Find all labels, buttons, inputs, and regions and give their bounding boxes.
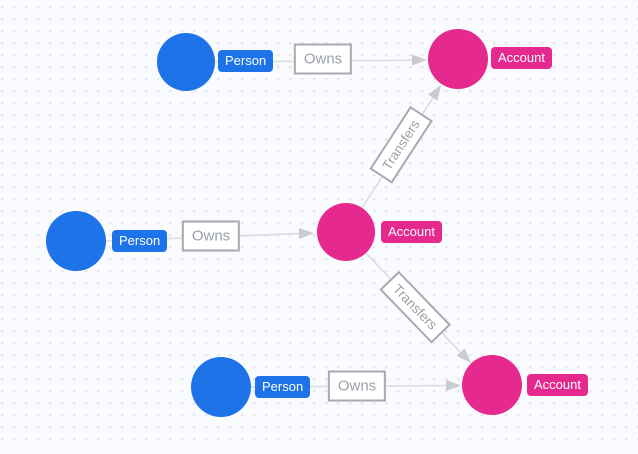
- arrowhead-owns-bottom: [446, 380, 461, 391]
- node-label-account-top[interactable]: Account: [491, 47, 552, 69]
- node-label-account-bottom[interactable]: Account: [527, 374, 588, 396]
- arrowhead-owns-top: [412, 54, 427, 66]
- arrowhead-transfers-up: [428, 85, 441, 101]
- person-middle-node-circle[interactable]: [46, 211, 106, 271]
- edge-arrowheads: [299, 54, 471, 391]
- person-bottom-node-circle[interactable]: [191, 357, 251, 417]
- arrowhead-owns-middle: [299, 228, 314, 239]
- node-label-person-middle[interactable]: Person: [112, 230, 168, 252]
- arrowhead-transfers-down: [456, 348, 471, 363]
- account-top-node-circle[interactable]: [428, 29, 488, 89]
- relationship-label-owns-top[interactable]: Owns: [293, 43, 353, 75]
- node-label-person-bottom[interactable]: Person: [255, 376, 311, 398]
- relationship-label-owns-middle[interactable]: Owns: [181, 220, 241, 252]
- node-label-account-middle[interactable]: Account: [381, 221, 442, 243]
- node-label-person-top[interactable]: Person: [218, 50, 274, 72]
- account-middle-node-circle[interactable]: [317, 203, 375, 261]
- account-bottom-node-circle[interactable]: [462, 355, 522, 415]
- relationship-label-owns-bottom[interactable]: Owns: [327, 370, 387, 402]
- person-top-node-circle[interactable]: [157, 33, 215, 91]
